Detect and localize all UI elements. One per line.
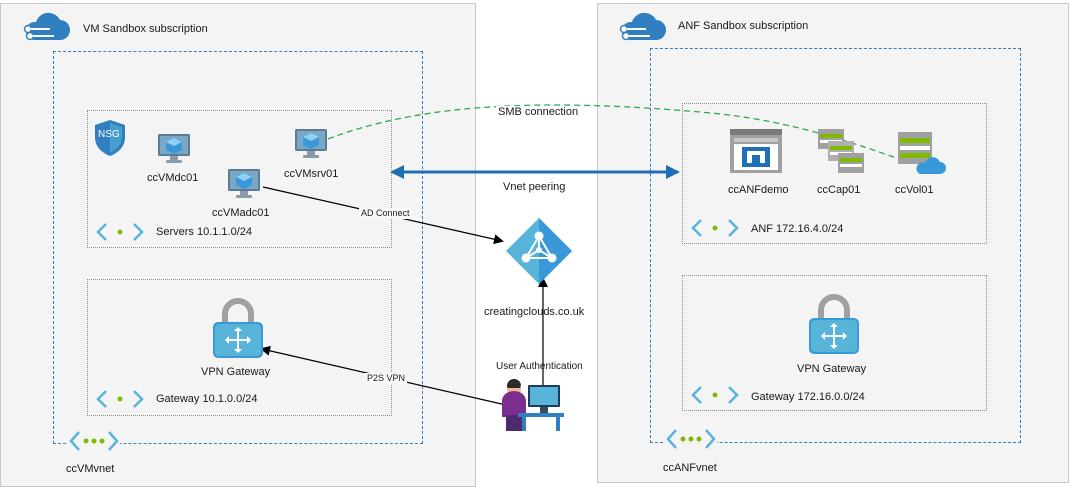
netapp-files-icon[interactable]	[729, 128, 783, 174]
anf-vnet-boundary	[650, 48, 1021, 443]
smb-connection-label: SMB connection	[496, 106, 581, 119]
servers-subnet-label: Servers 10.1.1.0/24	[156, 226, 253, 238]
virtual-machine-icon[interactable]	[227, 168, 261, 200]
cloud-icon	[619, 12, 666, 41]
vnet-peering-label: Vnet peering	[503, 181, 566, 193]
vm-subscription-title: VM Sandbox subscription	[83, 23, 208, 35]
anf-subscription-title: ANF Sandbox subscription	[678, 20, 809, 32]
anf-subnet-label: ANF 172.16.4.0/24	[751, 223, 844, 235]
vnet-icon	[68, 429, 120, 453]
gateway-subnet-box-right	[682, 275, 987, 411]
anf-vnet-label: ccANFvnet	[663, 462, 717, 474]
capacity-pool-icon[interactable]	[816, 127, 866, 177]
vnet-icon	[665, 427, 717, 451]
subnet-icon	[691, 219, 739, 237]
vm-adc01-label: ccVMadc01	[212, 207, 270, 219]
vpn-gateway-icon[interactable]	[211, 298, 265, 360]
vm-subscription-panel	[0, 3, 476, 487]
vpn-gateway-right-label: VPN Gateway	[797, 363, 867, 375]
gateway-subnet-box-left	[87, 279, 392, 416]
smb-connection-line	[327, 104, 913, 164]
servers-subnet-box	[87, 110, 392, 248]
subnet-icon	[96, 223, 144, 241]
virtual-machine-icon[interactable]	[294, 128, 328, 160]
gateway-subnet-right-label: Gateway 172.16.0.0/24	[751, 391, 865, 403]
subnet-icon	[691, 386, 739, 404]
volume-icon[interactable]	[896, 130, 946, 178]
gateway-subnet-left-label: Gateway 10.1.0.0/24	[156, 393, 258, 405]
p2s-vpn-label: P2S VPN	[365, 373, 408, 384]
vpn-gateway-icon[interactable]	[807, 294, 861, 356]
anf-account-label: ccANFdemo	[728, 184, 789, 196]
vm-vnet-label: ccVMvnet	[66, 463, 115, 475]
azure-ad-icon[interactable]	[504, 216, 574, 286]
cloud-icon	[23, 12, 70, 41]
vm-dc01-label: ccVMdc01	[147, 172, 199, 184]
vpn-gateway-left-label: VPN Gateway	[201, 366, 271, 378]
identity-domain-label: creatingclouds.co.uk	[484, 306, 585, 318]
nsg-label: NSG	[98, 129, 120, 140]
ad-connect-label: AD Connect	[359, 208, 412, 219]
anf-subnet-box	[682, 103, 987, 244]
capacity-pool-label: ccCap01	[817, 184, 861, 196]
user-workstation-icon	[502, 379, 564, 431]
user-auth-label: User Authentication	[496, 361, 583, 372]
volume-label: ccVol01	[895, 184, 934, 196]
virtual-machine-icon[interactable]	[157, 133, 191, 165]
subnet-icon	[96, 390, 144, 408]
vm-srv01-label: ccVMsrv01	[284, 168, 339, 180]
vm-vnet-boundary	[53, 51, 423, 444]
nsg-shield-icon	[95, 120, 125, 156]
